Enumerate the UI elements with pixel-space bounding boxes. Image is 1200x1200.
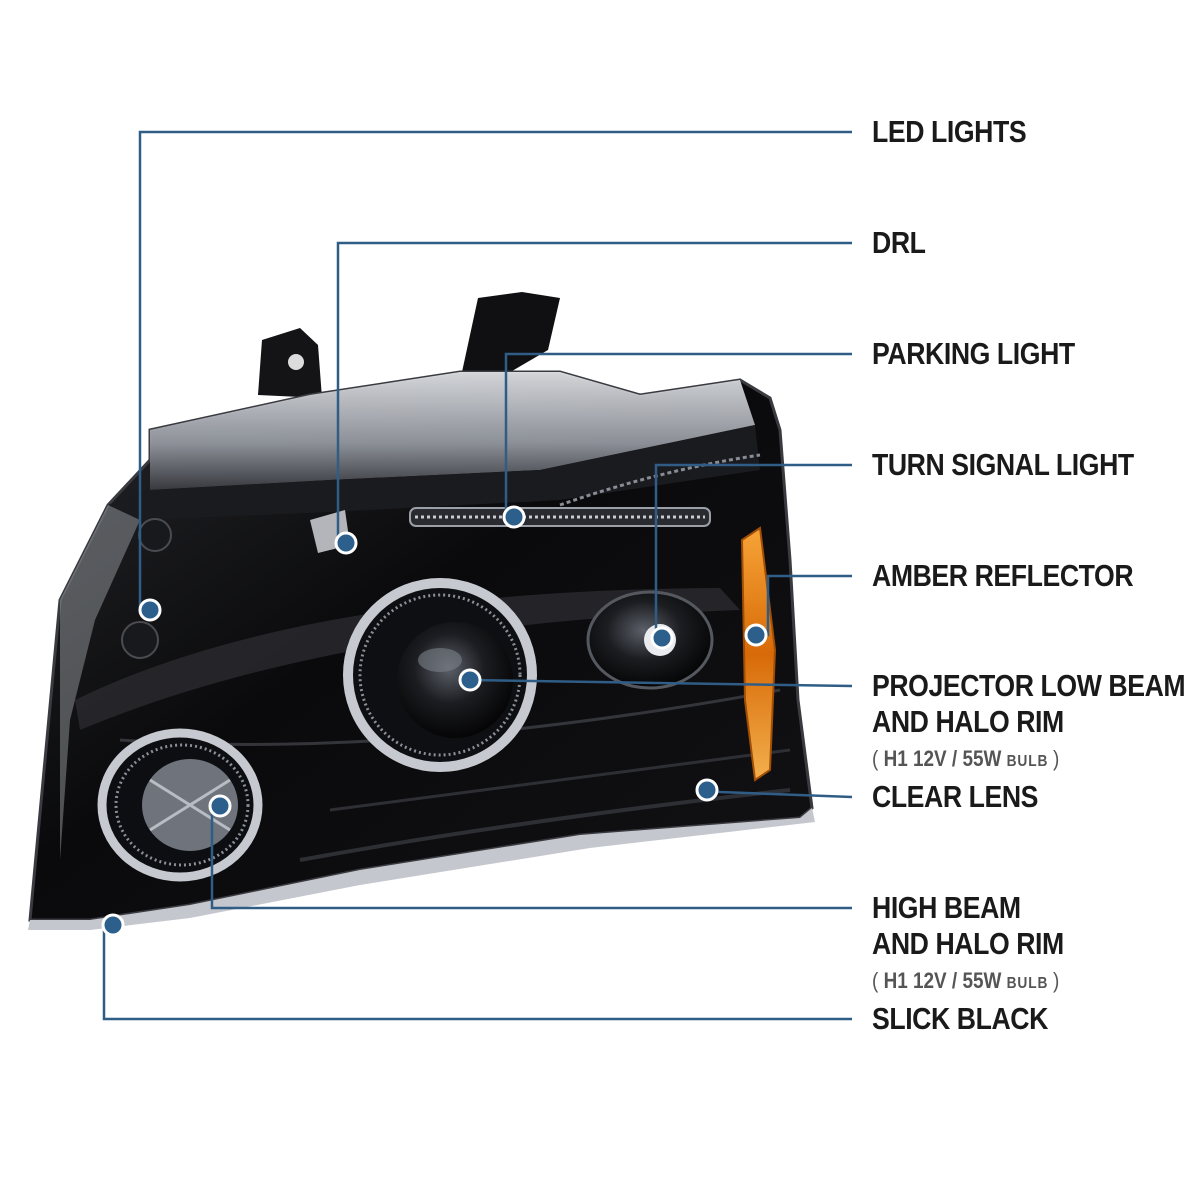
bulb-spec-text: H1 12V / 55W [883,746,1007,771]
label-parking-light: PARKING LIGHT [872,336,1075,372]
label-line1: HIGH BEAM [872,890,1021,925]
marker-amber-reflector [744,623,768,647]
label-line1: SLICK BLACK [872,1001,1048,1036]
marker-parking-light [502,505,526,529]
paren-close: ) [1052,968,1060,993]
leader-line-projector-low-beam [469,678,853,688]
turn-signal-housing [586,590,714,690]
bulb-word: BULB [1006,753,1053,770]
label-line1: DRL [872,225,926,260]
marker-led-lights [138,598,162,622]
bulb-word: BULB [1006,975,1053,992]
paren-open: ( [872,968,884,993]
marker-turn-signal-light [650,626,674,650]
label-slick-black: SLICK BLACK [872,1001,1048,1037]
label-line2: AND HALO RIM [872,926,1064,961]
callout-markers [101,505,768,937]
label-clear-lens: CLEAR LENS [872,779,1038,815]
label-line1: TURN SIGNAL LIGHT [872,447,1134,482]
label-line1: LED LIGHTS [872,114,1027,149]
bulb-spec-high-beam: ( H1 12V / 55W BULB ) [872,968,1059,994]
marker-clear-lens [695,778,719,802]
marker-high-beam [208,794,232,818]
marker-projector-low-beam [458,668,482,692]
label-line1: PROJECTOR LOW BEAM [872,668,1186,703]
bulb-spec-text: H1 12V / 55W [883,968,1007,993]
label-drl: DRL [872,225,926,261]
label-amber-reflector: AMBER REFLECTOR [872,558,1134,594]
marker-slick-black [101,913,125,937]
paren-close: ) [1052,746,1060,771]
paren-open: ( [872,746,884,771]
label-turn-signal-light: TURN SIGNAL LIGHT [872,447,1134,483]
bottom-trim [28,808,815,930]
label-line1: AMBER REFLECTOR [872,558,1134,593]
marker-drl [334,531,358,555]
mounting-tab-center [462,292,560,378]
label-line1: PARKING LIGHT [872,336,1075,371]
leader-line-slick-black [102,923,852,1021]
bulb-spec-projector-low-beam: ( H1 12V / 55W BULB ) [872,746,1059,772]
high-beam-halo [97,728,263,882]
projector-low-beam-halo [343,578,537,772]
label-line1: CLEAR LENS [872,779,1039,814]
mounting-tab-left [258,328,322,398]
label-led-lights: LED LIGHTS [872,114,1027,150]
label-line2: AND HALO RIM [872,704,1064,739]
